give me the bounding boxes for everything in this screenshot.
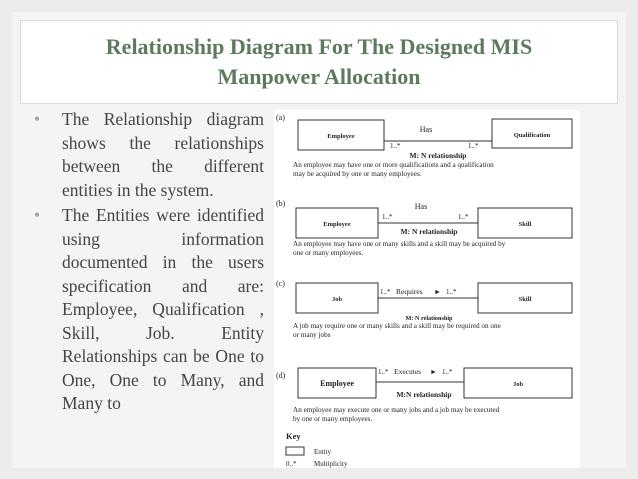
description-line: may be acquired by one or many employees… xyxy=(293,170,422,178)
bullet-item: • The Relationship diagram shows the rela… xyxy=(32,108,264,202)
panel-d: (d) Employee Job 1..* Executes ► 1..* M:… xyxy=(276,367,573,423)
entity-label: Job xyxy=(332,296,343,303)
entity-box-job xyxy=(463,367,573,399)
entity-label: Employee xyxy=(327,133,355,140)
right-multiplicity: 1..* xyxy=(446,288,457,296)
relationship-verb: Requires xyxy=(396,287,423,296)
panel-a: (a) Employee Qualification Has 1..* 1..*… xyxy=(276,113,573,178)
description-line: by one or many employees. xyxy=(293,415,372,423)
entity-label: Employee xyxy=(320,379,354,388)
panel-label: (c) xyxy=(276,279,285,288)
right-multiplicity: 1..* xyxy=(468,142,479,150)
entity-label: Skill xyxy=(519,221,532,228)
key-title: Key xyxy=(286,431,301,441)
relationship-type: M: N relationship xyxy=(406,315,454,322)
description-line: or many jobs xyxy=(293,331,331,339)
entity-label: Job xyxy=(513,381,524,388)
description-line: An employee may have one or more qualifi… xyxy=(293,161,494,169)
arrow-glyph: ► xyxy=(434,288,441,296)
bullet-text: The Entities were identified using infor… xyxy=(62,205,264,413)
relationship-diagram-svg: (a) Employee Qualification Has 1..* 1..*… xyxy=(276,113,573,468)
bullet-dot: • xyxy=(34,109,41,129)
relationship-type: M:N relationship xyxy=(396,390,451,399)
key-entity-label: Entity xyxy=(314,448,332,456)
slide-title: Relationship Diagram For The Designed MI… xyxy=(106,32,532,92)
entity-box-qualification xyxy=(491,118,573,149)
entity-symbol xyxy=(285,446,305,456)
panel-b: (b) Employee Skill Has 1..* 1..* M: N re… xyxy=(276,199,573,257)
left-multiplicity: 1..* xyxy=(380,288,391,296)
panel-label: (b) xyxy=(276,199,286,208)
description-line: An employee may execute one or many jobs… xyxy=(293,406,500,414)
bullet-dot: • xyxy=(34,205,41,225)
left-multiplicity: 1..* xyxy=(378,368,389,376)
relationship-figure: (a) Employee Qualification Has 1..* 1..*… xyxy=(274,110,580,468)
relationship-type: M: N relationship xyxy=(401,227,458,236)
right-multiplicity: 1..* xyxy=(442,368,453,376)
key-multiplicity-label: Multiplicity xyxy=(314,460,348,468)
panel-label: (d) xyxy=(276,371,286,380)
arrow-glyph: ► xyxy=(430,368,437,376)
entity-box-employee xyxy=(297,119,385,151)
entity-box-employee xyxy=(297,367,377,399)
title-box: Relationship Diagram For The Designed MI… xyxy=(20,20,618,104)
description-line: An employee may have one or many skills … xyxy=(293,240,506,248)
entity-label: Employee xyxy=(323,221,351,228)
relationship-type: M: N relationship xyxy=(410,151,467,160)
slide: Relationship Diagram For The Designed MI… xyxy=(12,12,626,468)
panel-label: (a) xyxy=(276,113,285,122)
right-multiplicity: 1..* xyxy=(458,213,469,221)
relationship-verb: Has xyxy=(420,125,432,134)
title-line-1: Relationship Diagram For The Designed MI… xyxy=(105,34,533,59)
left-multiplicity: 1..* xyxy=(390,142,401,150)
bullet-text: The Relationship diagram shows the relat… xyxy=(62,109,264,200)
relationship-verb: Has xyxy=(415,202,427,211)
description-line: one or many employees. xyxy=(293,249,363,257)
bullet-item: • The Entities were identified using info… xyxy=(32,204,264,416)
relationship-verb: Executes xyxy=(394,367,421,376)
bullet-list: • The Relationship diagram shows the rela… xyxy=(32,108,264,418)
description-line: A job may require one or many skills and… xyxy=(293,322,501,330)
key-multiplicity-symbol: 0..* xyxy=(286,460,297,468)
entity-label: Skill xyxy=(519,296,532,303)
panel-c: (c) Job Skill 1..* Requires ► 1..* M: N … xyxy=(276,279,573,339)
entity-label: Qualification xyxy=(514,132,551,139)
left-multiplicity: 1..* xyxy=(382,213,393,221)
title-line-2: Manpower Allocation xyxy=(217,64,421,89)
legend-key: Key Entity 0..* Multiplicity xyxy=(285,431,348,468)
